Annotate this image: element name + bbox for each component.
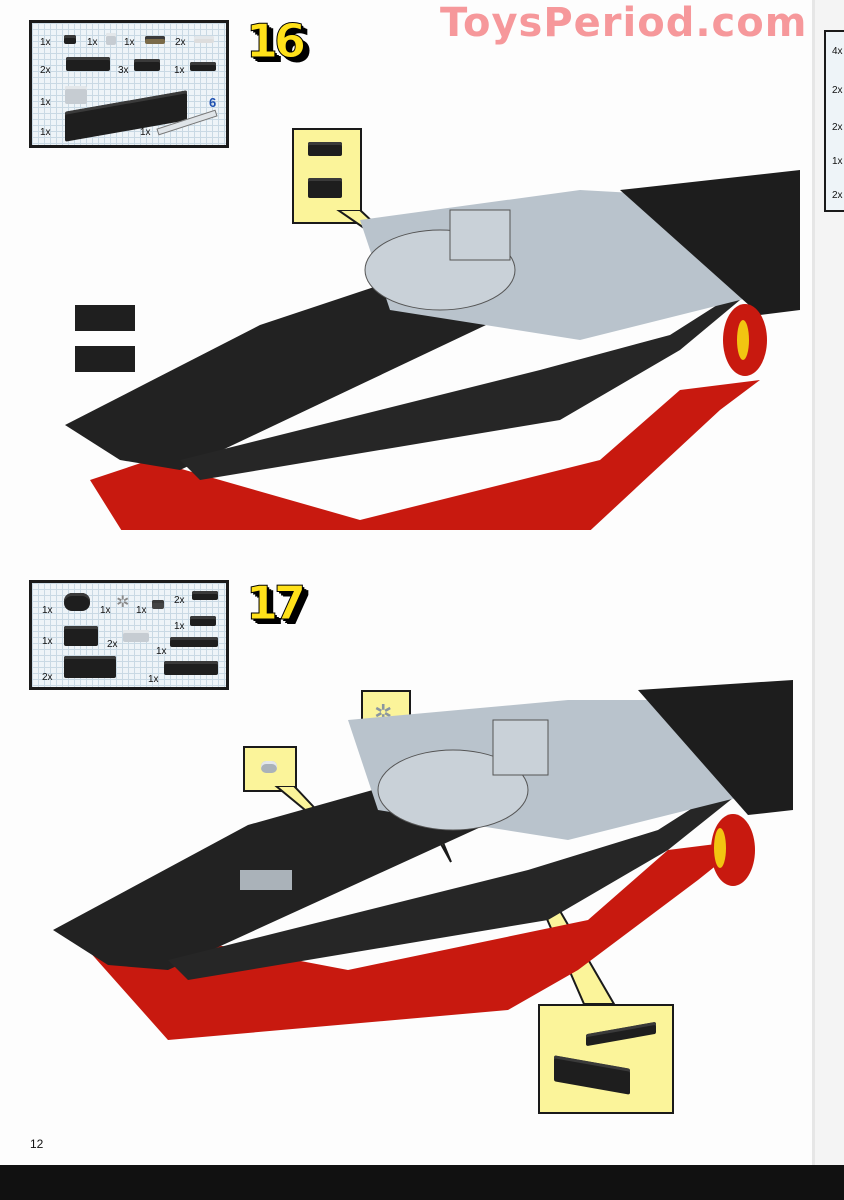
part-qty: 1x <box>40 37 51 48</box>
callout-plate-icon <box>308 178 342 198</box>
part-plate-2x3-icon <box>66 57 110 71</box>
part-plate-1x6-icon <box>170 637 218 647</box>
part-connector-icon <box>106 33 116 45</box>
part-pin-icon <box>194 36 214 43</box>
part-qty: 2x <box>832 122 843 133</box>
axle-length-label: 6 <box>209 95 217 110</box>
part-connector-icon <box>152 600 164 609</box>
part-qty: 1x <box>40 127 51 138</box>
step-number-17: 17 <box>245 576 306 631</box>
callout-step-16 <box>292 128 362 224</box>
part-qty: 2x <box>175 37 186 48</box>
part-qty: 1x <box>40 97 51 108</box>
next-page-parts-list-edge: 4x 2x 2x 1x 2x <box>824 30 844 212</box>
part-qty: 4x <box>832 46 843 57</box>
callout-connector-icon <box>261 761 277 773</box>
callout-pin-connector <box>243 746 297 792</box>
part-qty: 2x <box>42 672 53 683</box>
parts-list-step-16: 1x 1x 1x 2x 2x 3x 1x 1x 1x 6 1x <box>29 20 229 148</box>
part-technic-brick-1x2-icon <box>65 86 87 104</box>
part-qty: 1x <box>156 646 167 657</box>
part-plate-1x3-icon <box>190 616 216 626</box>
part-qty: 3x <box>118 65 129 76</box>
part-plate-1x2-icon <box>192 591 218 600</box>
part-plate-2x2-holes-icon <box>123 630 149 642</box>
part-friction-pin-icon <box>145 36 165 44</box>
part-qty: 2x <box>40 65 51 76</box>
scan-edge <box>0 1165 844 1200</box>
page-number: 12 <box>30 1137 44 1151</box>
part-plate-1x2-icon <box>190 62 216 71</box>
part-bush-icon <box>64 35 76 44</box>
part-qty: 1x <box>87 37 98 48</box>
part-qty: 2x <box>832 85 843 96</box>
part-qty: 1x <box>174 621 185 632</box>
parts-list-step-17: 1x 1x ✲ 1x 2x 1x 1x 2x 1x 2x 1x <box>29 580 229 690</box>
callout-plate-icon <box>308 142 342 156</box>
part-plate-2x6-icon <box>164 661 218 675</box>
part-qty: 1x <box>136 605 147 616</box>
callout-plate-2x4-icon <box>554 1055 630 1095</box>
part-qty: 1x <box>148 674 159 685</box>
part-qty: 1x <box>832 156 843 167</box>
part-qty: 1x <box>124 37 135 48</box>
model-assembly-step-17 <box>53 680 793 1040</box>
part-technic-brick-1x4-icon <box>64 656 116 678</box>
model-assembly-step-16 <box>65 170 800 530</box>
part-qty: 2x <box>107 639 118 650</box>
part-qty: 1x <box>140 127 151 138</box>
part-qty: 1x <box>42 636 53 647</box>
part-slope-brick-icon <box>64 626 98 646</box>
part-qty: 2x <box>174 595 185 606</box>
part-qty: 1x <box>100 605 111 616</box>
watermark: ToysPeriod.com <box>440 0 808 46</box>
part-gear-icon: ✲ <box>116 594 130 611</box>
part-qty: 1x <box>174 65 185 76</box>
part-qty: 1x <box>42 605 53 616</box>
part-qty: 2x <box>832 190 843 201</box>
step-number-16: 16 <box>245 14 306 69</box>
part-plate-corner-icon <box>134 59 160 71</box>
part-tyre-icon <box>64 593 90 611</box>
